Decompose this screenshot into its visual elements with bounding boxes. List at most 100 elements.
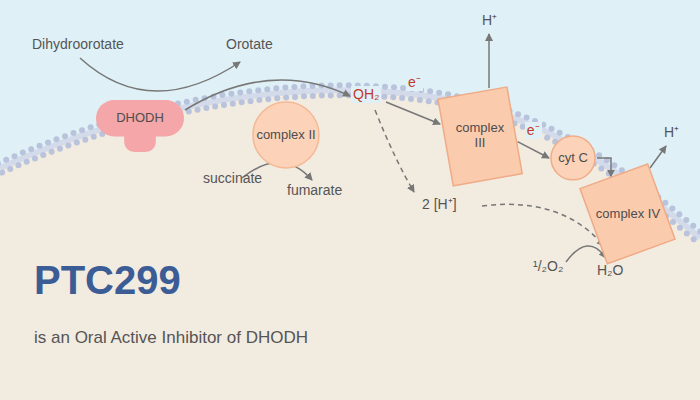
text-holder: complex III [438,87,522,186]
lipid-dot [310,93,316,99]
node-label: DHODH [116,111,164,126]
complex-circle: complex II [252,101,320,169]
lipid-dot [274,95,280,101]
annotation-label: H₂O [597,262,623,279]
lipid-dot [691,236,697,242]
lipid-dot [391,84,397,90]
complex-box: complex III [438,87,522,186]
lipid-dot [676,211,682,217]
text-holder: complex II [252,101,320,169]
lipid-dot [273,85,279,91]
node-label: complex II [256,128,315,143]
lipid-dot [408,96,414,102]
annotation-label: QH₂ [351,86,381,103]
edge-label: e⁻ [525,122,542,139]
lipid-dot [3,157,9,163]
dashed-arrow [482,204,604,246]
lipid-dot [549,126,555,132]
connector-arrow [597,158,611,177]
lipid-dot [88,124,94,130]
rect-shape [580,164,675,264]
electron-arrow [185,80,350,110]
lipid-dot [319,93,325,99]
lipid-dot [40,152,46,158]
lipid-dot [524,115,530,121]
connector-arrow [518,142,549,158]
lipid-dot [248,98,254,104]
lipid-dot [62,133,68,139]
lipid-dot [49,149,55,155]
lipid-dot [57,146,63,152]
lipid-dot [20,150,26,156]
lipid-dot [7,166,13,172]
lipid-dot [246,88,252,94]
lipid-dot [53,136,59,142]
lipid-dot [382,84,388,90]
annotation-label: ¹/₂O₂ [533,258,563,275]
annotation-label: Dihydroorotate [32,36,124,53]
lipid-dot [184,99,190,105]
annotation-label: H⁺ [664,124,679,141]
lipid-dot [544,135,550,141]
lipid-dot [237,89,243,95]
lipid-dot [399,95,405,101]
rect-shape [438,87,522,186]
node-label: complex IV [596,207,660,222]
lipid-dot [65,143,71,149]
lipid-dot [265,96,271,102]
lipid-dot [70,130,76,136]
annotation-label: 2 [H⁺] [422,196,457,213]
lipid-dot [221,102,227,108]
lipid-dot [390,94,396,100]
lipid-dot [0,160,1,166]
lipid-dot [337,92,343,98]
lipid-dot [212,103,218,109]
node-label: cyt C [558,151,588,166]
caption: is an Oral Active Inhibitor of DHODH [34,328,308,348]
lipid-dot [230,101,236,107]
node-outline [96,100,184,152]
lipid-dot [24,159,30,165]
annotation-label: H⁺ [482,12,497,29]
lipid-dot [195,107,201,113]
text-holder: complex IV [580,164,675,264]
lipid-dot [0,170,5,176]
annotation-label: succinate [203,170,262,187]
lipid-dot [282,85,288,91]
lipid-dot [255,87,261,93]
lipid-dot [697,229,700,235]
lipid-dot [11,153,17,159]
lipid-dot [79,127,85,133]
enzyme-shape: DHODH [96,100,184,152]
lipid-dot [515,111,521,117]
lipid-dot [91,134,97,140]
lipid-dot [256,97,262,103]
lipid-dot [264,86,270,92]
title: PTC299 [34,258,181,303]
lipid-dot [598,166,604,172]
lipid-dot [683,217,689,223]
text-holder: cyt C [550,135,596,181]
lipid-dot [381,94,387,100]
lipid-dot [15,162,21,168]
lipid-dot [291,84,297,90]
lipid-dot [45,139,51,145]
lipid-dot [203,105,209,111]
lipid-dot [292,94,298,100]
electron-arrow [386,102,440,124]
lipid-dot [300,83,306,89]
ellipse-shape [551,136,595,180]
proton-arrow [650,146,666,168]
annotation-label: e⁻ [406,74,423,91]
lipid-dot [283,95,289,101]
reaction-arrow [566,246,606,262]
lipid-dot [328,92,334,98]
lipid-dot [228,91,234,97]
lipid-dot [219,92,225,98]
lipid-dot [677,225,683,231]
lipid-dot [82,137,88,143]
lipid-dot [690,223,696,229]
